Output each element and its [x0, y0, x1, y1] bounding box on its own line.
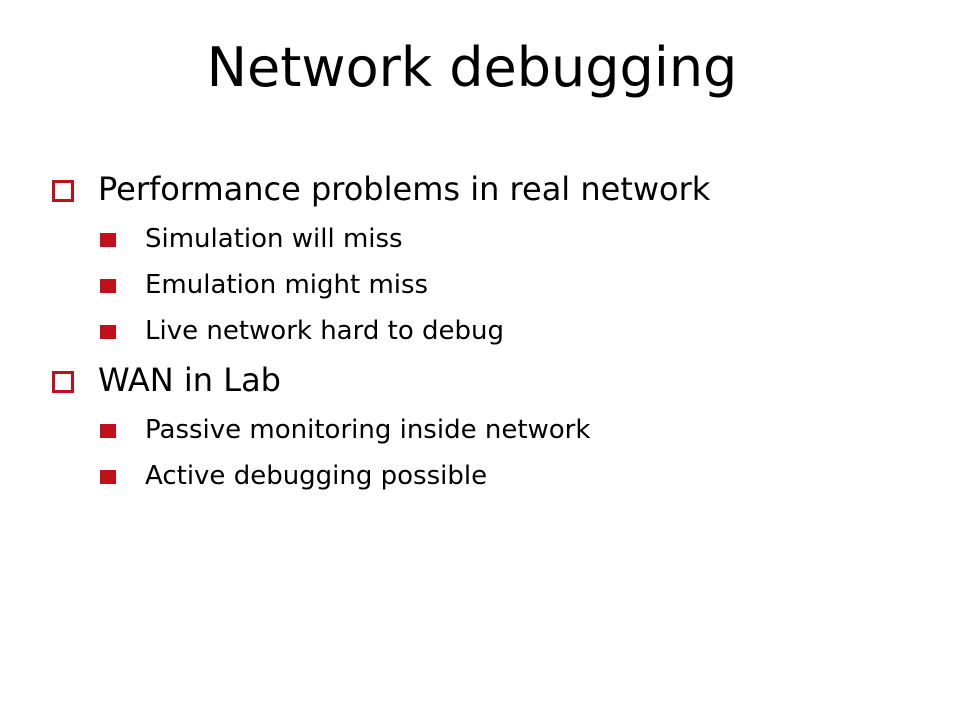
bullet-item: Performance problems in real network — [52, 166, 932, 212]
hollow-square-bullet-icon — [52, 180, 74, 202]
sub-bullet-text: Active debugging possible — [145, 461, 488, 491]
bullet-item: WAN in Lab — [52, 357, 932, 403]
slide-title: Network debugging — [206, 36, 738, 99]
bullet-list: Performance problems in real network Sim… — [52, 166, 932, 502]
sub-bullet-item: Active debugging possible — [52, 453, 932, 499]
sub-bullet-item: Emulation might miss — [52, 262, 932, 308]
sub-bullet-text: Simulation will miss — [145, 224, 403, 254]
sub-bullet-item: Live network hard to debug — [52, 308, 932, 354]
filled-square-bullet-icon — [100, 470, 116, 484]
sub-bullet-list: Simulation will miss Emulation might mis… — [52, 216, 932, 354]
sub-bullet-text: Live network hard to debug — [145, 316, 504, 346]
filled-square-bullet-icon — [100, 233, 116, 247]
bullet-text: WAN in Lab — [98, 361, 281, 399]
bullet-text: Performance problems in real network — [98, 170, 711, 208]
hollow-square-bullet-icon — [52, 371, 74, 393]
filled-square-bullet-icon — [100, 424, 116, 438]
filled-square-bullet-icon — [100, 279, 116, 293]
bullet-group: Performance problems in real network Sim… — [52, 166, 932, 354]
sub-bullet-list: Passive monitoring inside network Active… — [52, 407, 932, 499]
sub-bullet-text: Passive monitoring inside network — [145, 415, 591, 445]
sub-bullet-text: Emulation might miss — [145, 270, 429, 300]
sub-bullet-item: Passive monitoring inside network — [52, 407, 932, 453]
bullet-group: WAN in Lab Passive monitoring inside net… — [52, 357, 932, 499]
sub-bullet-item: Simulation will miss — [52, 216, 932, 262]
filled-square-bullet-icon — [100, 325, 116, 339]
